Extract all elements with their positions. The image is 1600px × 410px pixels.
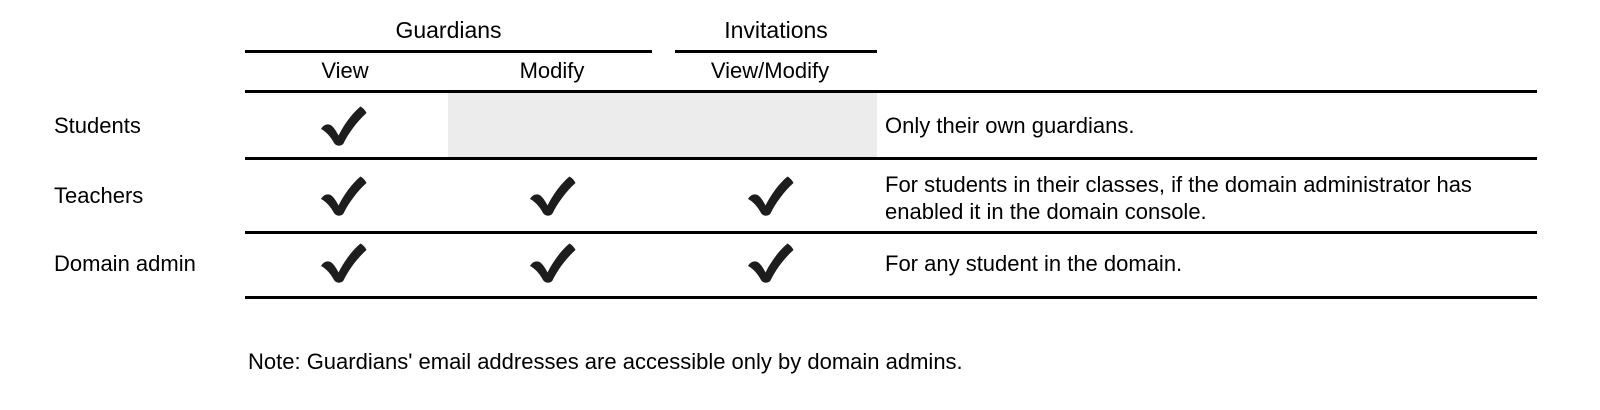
group-header-invitations: Invitations <box>724 17 828 43</box>
check-icon <box>317 175 369 217</box>
note-teachers: For students in their classes, if the do… <box>885 172 1472 224</box>
row-label-domain-admin: Domain admin <box>54 251 196 276</box>
table-rule-bottom <box>245 296 1537 299</box>
check-icon <box>744 242 796 284</box>
note-students: Only their own guardians. <box>885 113 1135 138</box>
row-label-teachers: Teachers <box>54 183 144 208</box>
check-icon <box>317 242 369 284</box>
check-icon <box>526 242 578 284</box>
column-header-view-modify: View/Modify <box>710 58 830 83</box>
group-header-guardians: Guardians <box>395 17 502 43</box>
table-rule-after-students <box>245 157 1537 160</box>
table-rule-top <box>245 90 1537 93</box>
row-label-students: Students <box>54 113 141 138</box>
guardians-underline <box>245 50 652 53</box>
check-icon <box>744 175 796 217</box>
column-header-modify: Modify <box>519 58 585 83</box>
invitations-underline <box>675 50 877 53</box>
note-domain-admin: For any student in the domain. <box>885 251 1183 276</box>
table-rule-after-teachers <box>245 231 1537 234</box>
column-header-view: View <box>321 58 369 83</box>
students-disabled-cells-shading <box>448 93 877 157</box>
check-icon <box>317 105 369 147</box>
check-icon <box>526 175 578 217</box>
table-footnote: Note: Guardians' email addresses are acc… <box>248 349 963 374</box>
